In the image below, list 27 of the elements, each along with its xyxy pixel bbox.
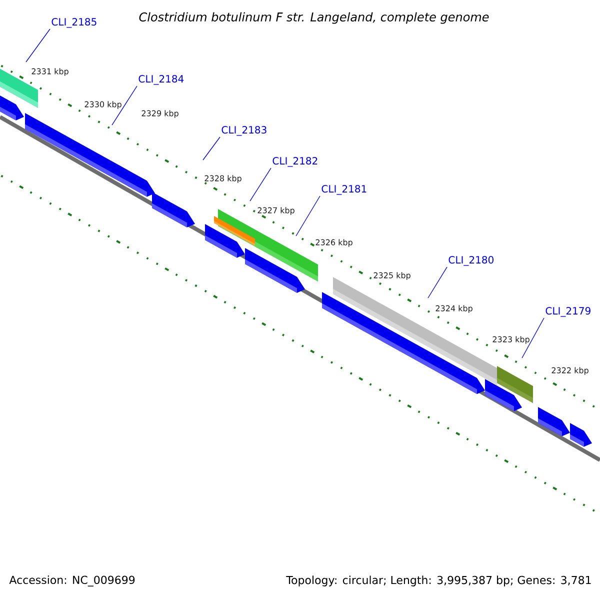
tick-label: 2330 kbp	[84, 101, 122, 109]
leader-line	[522, 318, 544, 358]
gene-label: CLI_2182	[272, 157, 318, 167]
tick-label: 2325 kbp	[374, 272, 410, 280]
tick-label: 2324 kbp	[436, 305, 472, 313]
title: Clostridium botulinum F str. Langeland, complete genome	[139, 12, 489, 24]
gene-label: CLI_2180	[448, 256, 494, 266]
gene-label: CLI_2179	[546, 307, 590, 317]
tick-label: 2328 kbp	[204, 175, 242, 183]
leader-line	[296, 196, 320, 236]
tick-label: 2331 kbp	[32, 68, 68, 76]
tick-label: 2322 kbp	[552, 367, 588, 375]
gene-label: CLI_2183	[222, 126, 266, 136]
gene-label: CLI_2184	[138, 75, 184, 85]
footer-text: Accession: NC_009699	[9, 576, 135, 586]
tick-label: 2327 kbp	[258, 207, 294, 215]
gene-label: CLI_2185	[52, 18, 96, 28]
footer-text: Topology: circular; Length: 3,995,387 bp; Genes: 3,781	[286, 576, 591, 586]
leader-line	[202, 136, 220, 160]
leader-line	[428, 266, 448, 298]
tick-label: 2323 kbp	[492, 336, 530, 344]
leader-line	[112, 86, 138, 126]
leader-line	[26, 28, 50, 62]
tick-label: 2329 kbp	[142, 110, 178, 118]
tick-label: 2326 kbp	[316, 239, 352, 247]
gene-label: CLI_2181	[322, 185, 366, 195]
leader-line	[250, 168, 272, 202]
